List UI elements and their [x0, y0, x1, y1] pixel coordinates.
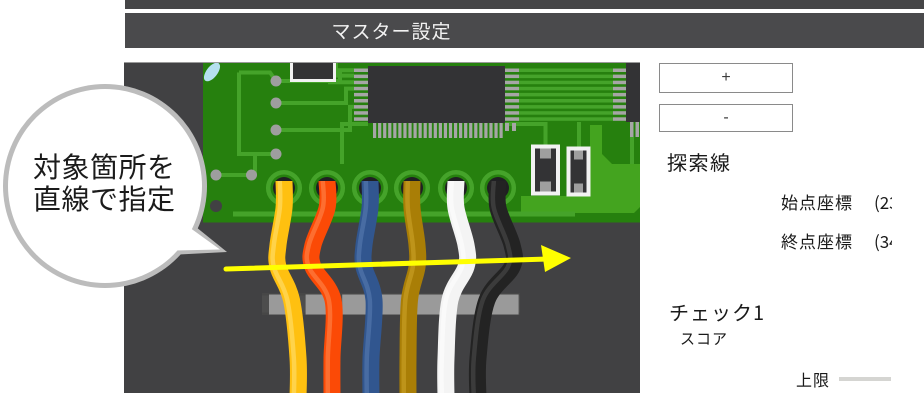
clamp-segment — [342, 294, 373, 315]
pcb-board — [203, 63, 640, 223]
copper-pour — [521, 125, 640, 213]
wire-black — [468, 180, 523, 393]
capacitor-2 — [566, 146, 591, 197]
upper-limit-slider-track[interactable] — [839, 377, 891, 381]
vias — [210, 75, 282, 181]
window-title: マスター設定 — [331, 17, 452, 44]
score-label: スコア — [680, 328, 729, 349]
guide-arrow-head — [541, 245, 571, 272]
wire-black-highlight — [470, 180, 513, 393]
ic-chip — [368, 66, 505, 123]
board-glare — [203, 63, 221, 82]
clamp-segment — [452, 294, 482, 315]
end-coord-value: (34 — [874, 228, 892, 253]
wire-dark-gold-highlight — [401, 180, 416, 393]
guide-arrow — [223, 245, 571, 272]
pcb-trace-long — [233, 211, 575, 217]
upper-limit-label: 上限 — [796, 367, 831, 391]
bubble-tail — [152, 210, 220, 251]
zoom-in-button[interactable]: + — [659, 63, 793, 93]
wires — [268, 180, 523, 393]
start-coord-value: (23 — [874, 189, 892, 214]
check1-title: チェック1 — [669, 297, 766, 326]
circuit-illustration — [124, 63, 640, 393]
wire-white — [437, 180, 477, 393]
speech-bubble-shape — [3, 84, 227, 288]
title-bar: マスター設定 — [125, 13, 924, 48]
edge-connector — [626, 63, 640, 122]
bubble-body — [8, 89, 202, 283]
bubble-text-line1: 対象箇所を — [33, 146, 176, 186]
wire-white-highlight — [439, 180, 466, 393]
via-dark — [210, 200, 222, 212]
search-line-label: 探索線 — [667, 147, 732, 176]
small-chip — [290, 63, 336, 82]
wire-dark-gold — [399, 180, 427, 393]
guide-arrow-shaft — [223, 256, 551, 272]
ic-pins — [354, 68, 519, 138]
window-top-strip — [125, 0, 924, 9]
capacitor-1 — [531, 144, 560, 196]
zoom-out-button[interactable]: - — [659, 104, 793, 132]
end-coord-label: 終点座標 — [781, 228, 853, 253]
clamp-segment — [415, 294, 446, 315]
bubble-text: 対象箇所を 直線で指定 — [33, 150, 183, 214]
start-coord-label: 始点座標 — [781, 189, 853, 214]
connector-pads — [505, 68, 639, 137]
bubble-text-line2: 直線で指定 — [33, 178, 176, 218]
bus-traces — [519, 68, 613, 121]
camera-image-canvas[interactable] — [124, 62, 640, 393]
